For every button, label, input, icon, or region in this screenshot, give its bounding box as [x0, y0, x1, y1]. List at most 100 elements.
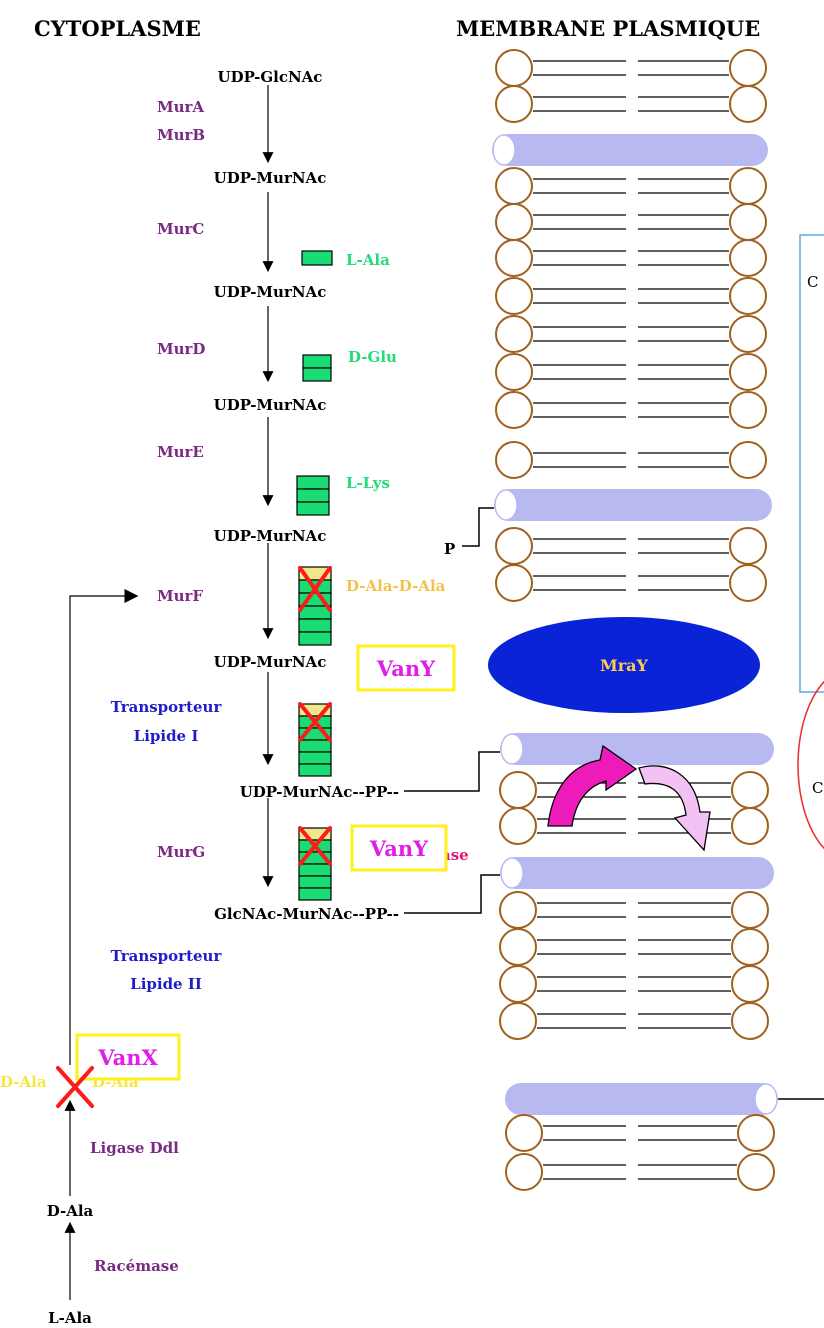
- lipid-head: [731, 965, 769, 1003]
- phospholipid: [499, 928, 769, 966]
- cross-4b: [56, 1066, 94, 1108]
- peptide-block: [302, 354, 332, 369]
- vany-box-2: [350, 824, 448, 872]
- helix-cap: [494, 489, 518, 521]
- transporter-lipid-2-line2: Lipide II: [130, 975, 202, 993]
- lipid-head: [729, 203, 767, 241]
- plasma-membrane: [492, 49, 778, 1191]
- cropped-circle: [797, 680, 824, 850]
- d-ala-molecule: D-Ala: [47, 1202, 94, 1220]
- transmembrane-helix: [492, 134, 768, 166]
- vany-box-1: [356, 644, 456, 692]
- lipid-head: [495, 391, 533, 429]
- murf-enzyme: MurF: [157, 587, 203, 605]
- mura-enzyme: MurA: [157, 98, 204, 116]
- flippase-arrow-pink: [638, 765, 711, 852]
- lipid-head: [495, 239, 533, 277]
- cross-1b: [298, 566, 332, 612]
- mray-label: MraY: [600, 656, 649, 675]
- lipid-head: [499, 891, 537, 929]
- transmembrane-helix: [505, 1083, 778, 1115]
- lipid-head: [729, 239, 767, 277]
- phospholipid: [505, 1153, 775, 1191]
- helix-body: [500, 857, 774, 889]
- peptide-block: [301, 250, 333, 266]
- helix-body: [494, 489, 772, 521]
- lipid-head: [731, 891, 769, 929]
- phospholipid: [495, 167, 767, 205]
- peptide-block: [298, 618, 332, 633]
- lipid-head: [499, 965, 537, 1003]
- lipid-head: [729, 49, 767, 87]
- transporter-lipid-2-line1: Transporteur: [111, 947, 223, 965]
- phospholipid: [499, 771, 769, 809]
- phospholipid: [495, 353, 767, 391]
- lipid-head: [737, 1153, 775, 1191]
- vany-label-2: VanY: [369, 836, 429, 861]
- mure-enzyme: MurE: [157, 443, 204, 461]
- peptide-block: [298, 875, 332, 889]
- udp-murnac-5: UDP-MurNAc: [214, 653, 327, 671]
- lipid-head: [495, 85, 533, 123]
- peptide-block: [298, 631, 332, 646]
- lipid-head: [495, 167, 533, 205]
- circle-cropped-letter: C: [812, 779, 823, 797]
- transporter-lipid-1-line2: Lipide I: [134, 727, 199, 745]
- peptide-block: [298, 863, 332, 877]
- peptide-block: [302, 367, 332, 382]
- lipid-head: [495, 49, 533, 87]
- lipid-head: [495, 527, 533, 565]
- lipid-head: [731, 928, 769, 966]
- murg-enzyme: MurG: [157, 843, 205, 861]
- peptide-block: [296, 475, 330, 490]
- vanx-label: VanX: [97, 1045, 158, 1070]
- lipid-head: [729, 353, 767, 391]
- phospholipid: [495, 315, 767, 353]
- cross-3b: [298, 826, 332, 866]
- ligase-ddl: Ligase Ddl: [90, 1139, 179, 1157]
- murc-enzyme: MurC: [157, 220, 204, 238]
- lipid-head: [731, 771, 769, 809]
- cytoplasm-header: CYTOPLASME: [34, 16, 201, 41]
- cross-2b: [298, 702, 332, 742]
- d-ala-left-label: D-Ala: [0, 1073, 47, 1091]
- helix-body: [492, 134, 768, 166]
- info-box-border: [799, 234, 824, 693]
- phospholipid: [495, 239, 767, 277]
- l-ala-molecule: L-Ala: [48, 1309, 92, 1327]
- peptide-stack: [301, 250, 333, 266]
- lipid-head: [729, 564, 767, 602]
- lipid-head: [505, 1153, 543, 1191]
- membrane-header: MEMBRANE PLASMIQUE: [456, 16, 760, 41]
- phospholipid: [505, 1114, 775, 1152]
- racemase: Racémase: [94, 1257, 179, 1275]
- lipid-head: [729, 391, 767, 429]
- udp-murnac-4: UDP-MurNAc: [214, 527, 327, 545]
- transmembrane-helix: [494, 489, 772, 521]
- lipid-head: [729, 277, 767, 315]
- peptide-block: [298, 763, 332, 777]
- phospholipid: [499, 891, 769, 929]
- lipid-head: [495, 564, 533, 602]
- transmembrane-helix: [500, 733, 774, 765]
- peptide-block: [296, 488, 330, 503]
- lipid-head: [495, 353, 533, 391]
- helix-cap: [492, 134, 516, 166]
- lipid-head: [731, 1002, 769, 1040]
- l-ala-label: L-Ala: [346, 251, 390, 269]
- phospholipid: [499, 965, 769, 1003]
- helix-cap: [754, 1083, 778, 1115]
- flippase-arrow-magenta: [547, 744, 638, 827]
- connector-lipid2: [404, 874, 500, 914]
- lipid-head: [499, 928, 537, 966]
- lipid-head: [495, 203, 533, 241]
- lipid-head: [499, 807, 537, 845]
- phospholipid: [495, 441, 767, 479]
- phospholipid: [495, 527, 767, 565]
- d-ala-d-ala-label: D-Ala-D-Ala: [346, 577, 446, 595]
- peptide-stack: [298, 827, 332, 901]
- vany-label-1: VanY: [376, 656, 436, 681]
- cross-marks: [56, 566, 332, 1108]
- murb-enzyme: MurB: [157, 126, 205, 144]
- helix-cap: [500, 857, 524, 889]
